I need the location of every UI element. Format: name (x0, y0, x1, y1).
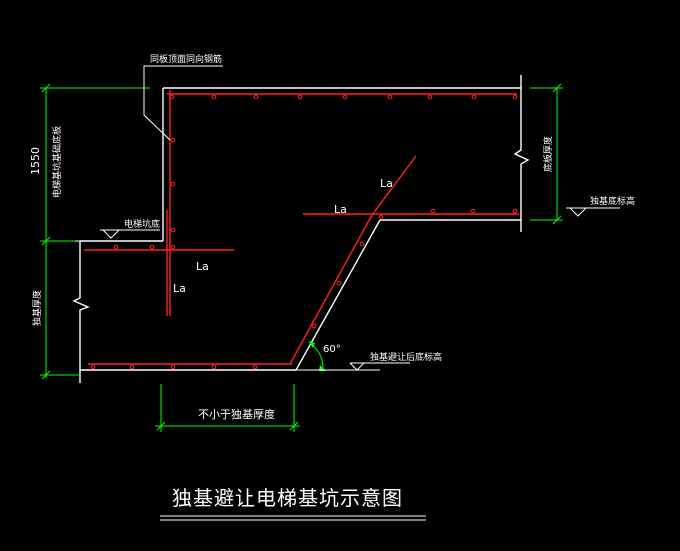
elev-mark-elevator (75, 229, 160, 242)
angle-arc (310, 343, 324, 371)
angle-arrow (308, 341, 315, 348)
title-underline (160, 515, 426, 521)
steep-la-rebar (371, 155, 417, 216)
angle-label: 60° (323, 344, 341, 355)
slope-line (295, 219, 381, 371)
elev-right-text: 独基底标高 (590, 195, 635, 207)
right-edge-break (513, 75, 530, 232)
dimensions (40, 83, 563, 432)
la-label-1: La (380, 177, 393, 190)
elev-mark-right (566, 207, 620, 217)
elev-bottom-text: 独基避让后底标高 (370, 351, 442, 363)
left-dim-value: 1550 (29, 147, 42, 175)
left-vert-upper-text: 电梯基坑基础底板 (51, 126, 63, 198)
right-vert-text: 底板厚度 (542, 136, 554, 172)
elev-elevator-text: 电梯坑底 (124, 218, 160, 230)
drawing-title: 独基避让电梯基坑示意图 (172, 486, 403, 510)
slope-rebar (289, 214, 373, 365)
bottom-dim-text: 不小于独基厚度 (198, 407, 275, 421)
top-note-leader (143, 65, 223, 141)
la-label-4: La (173, 282, 186, 295)
rebar (84, 90, 519, 370)
la-label-3: La (196, 260, 209, 273)
elevation-marks (75, 207, 620, 371)
concrete-outline (72, 75, 530, 383)
left-vert-lower-text: 独基厚度 (31, 290, 43, 326)
left-edge-break (72, 241, 90, 383)
la-label-2: La (334, 203, 347, 216)
elev-mark-bottom (296, 362, 410, 371)
top-note-text: 同板顶面同向钢筋 (150, 53, 222, 65)
rebar-dots (90, 94, 518, 370)
